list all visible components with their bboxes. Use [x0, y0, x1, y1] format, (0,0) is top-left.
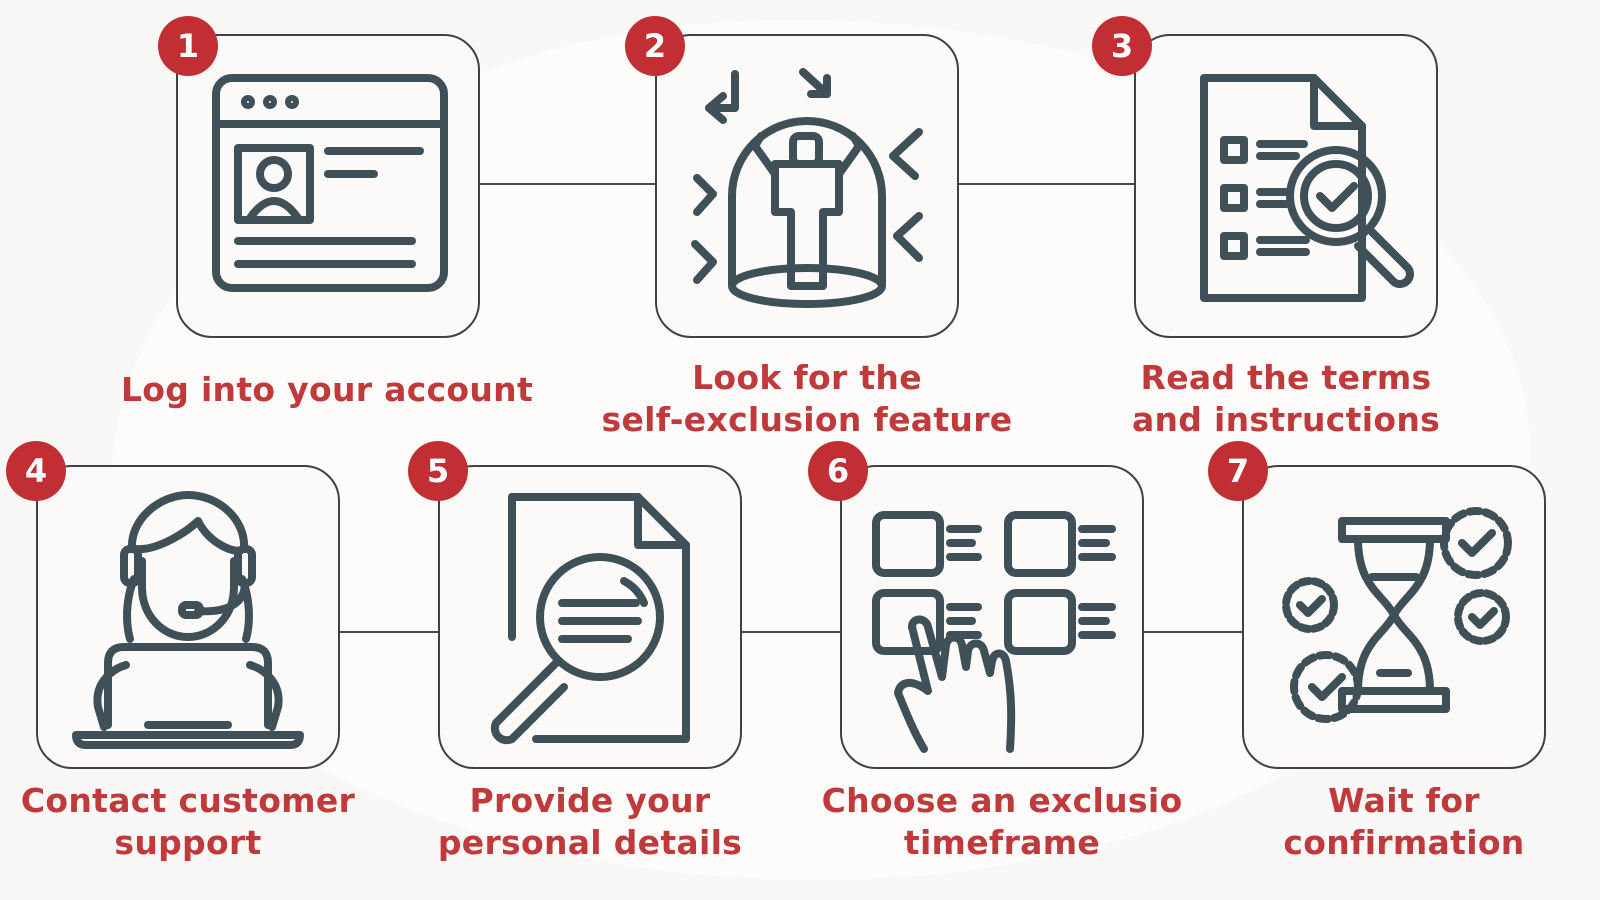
connector-2-3	[958, 183, 1136, 185]
step-2-badge: 2	[625, 16, 685, 76]
step-6-label-line-1: Choose an exclusio	[821, 781, 1183, 820]
step-7-card	[1242, 465, 1546, 769]
step-5-card	[438, 465, 742, 769]
step-4-label: Contact customer support	[0, 780, 418, 864]
step-2-card	[655, 34, 959, 338]
step-1-label-line-1: Log into your account	[120, 370, 534, 409]
step-6-label: Choose an exclusio timeframe	[772, 780, 1232, 864]
step-6-card	[840, 465, 1144, 769]
step-2-label-line-2: self-exclusion feature	[601, 400, 1013, 439]
step-1-card	[176, 34, 480, 338]
step-2-label-line-1: Look for the	[692, 358, 922, 397]
person-under-dome-icon	[691, 68, 923, 308]
step-3-label-line-2: and instructions	[1131, 400, 1441, 439]
connector-6-7	[1142, 631, 1242, 633]
step-4-card	[36, 465, 340, 769]
step-5-label-line-2: personal details	[437, 823, 743, 862]
step-3-label-line-1: Read the terms	[1140, 358, 1432, 397]
step-4-label-line-1: Contact customer	[20, 781, 356, 820]
connector-5-6	[740, 631, 840, 633]
connector-4-5	[338, 631, 438, 633]
step-3-label: Read the terms and instructions	[1056, 357, 1516, 441]
document-magnifier-check-icon	[1200, 74, 1414, 302]
step-6-label-line-2: timeframe	[903, 823, 1101, 862]
step-7-label-line-1: Wait for	[1328, 781, 1480, 820]
step-3-card	[1134, 34, 1438, 338]
step-5-label-line-1: Provide your	[469, 781, 711, 820]
step-4-label-line-2: support	[114, 823, 262, 862]
step-7-badge: 7	[1208, 441, 1268, 501]
step-5-badge: 5	[408, 441, 468, 501]
browser-profile-icon	[212, 74, 448, 292]
step-7-label: Wait for confirmation	[1174, 780, 1600, 864]
step-1-label: Log into your account	[97, 369, 557, 411]
step-5-label: Provide your personal details	[360, 780, 820, 864]
step-3-badge: 3	[1092, 16, 1152, 76]
step-6-badge: 6	[808, 441, 868, 501]
connector-1-2	[480, 183, 656, 185]
step-7-label-line-2: confirmation	[1283, 823, 1525, 862]
hourglass-gears-icon	[1282, 507, 1512, 723]
choose-option-grid-icon	[872, 511, 1116, 753]
step-2-label: Look for the self-exclusion feature	[577, 357, 1037, 441]
step-4-badge: 4	[6, 441, 66, 501]
document-search-icon	[490, 493, 690, 745]
step-1-badge: 1	[158, 16, 218, 76]
support-agent-laptop-icon	[72, 491, 304, 749]
